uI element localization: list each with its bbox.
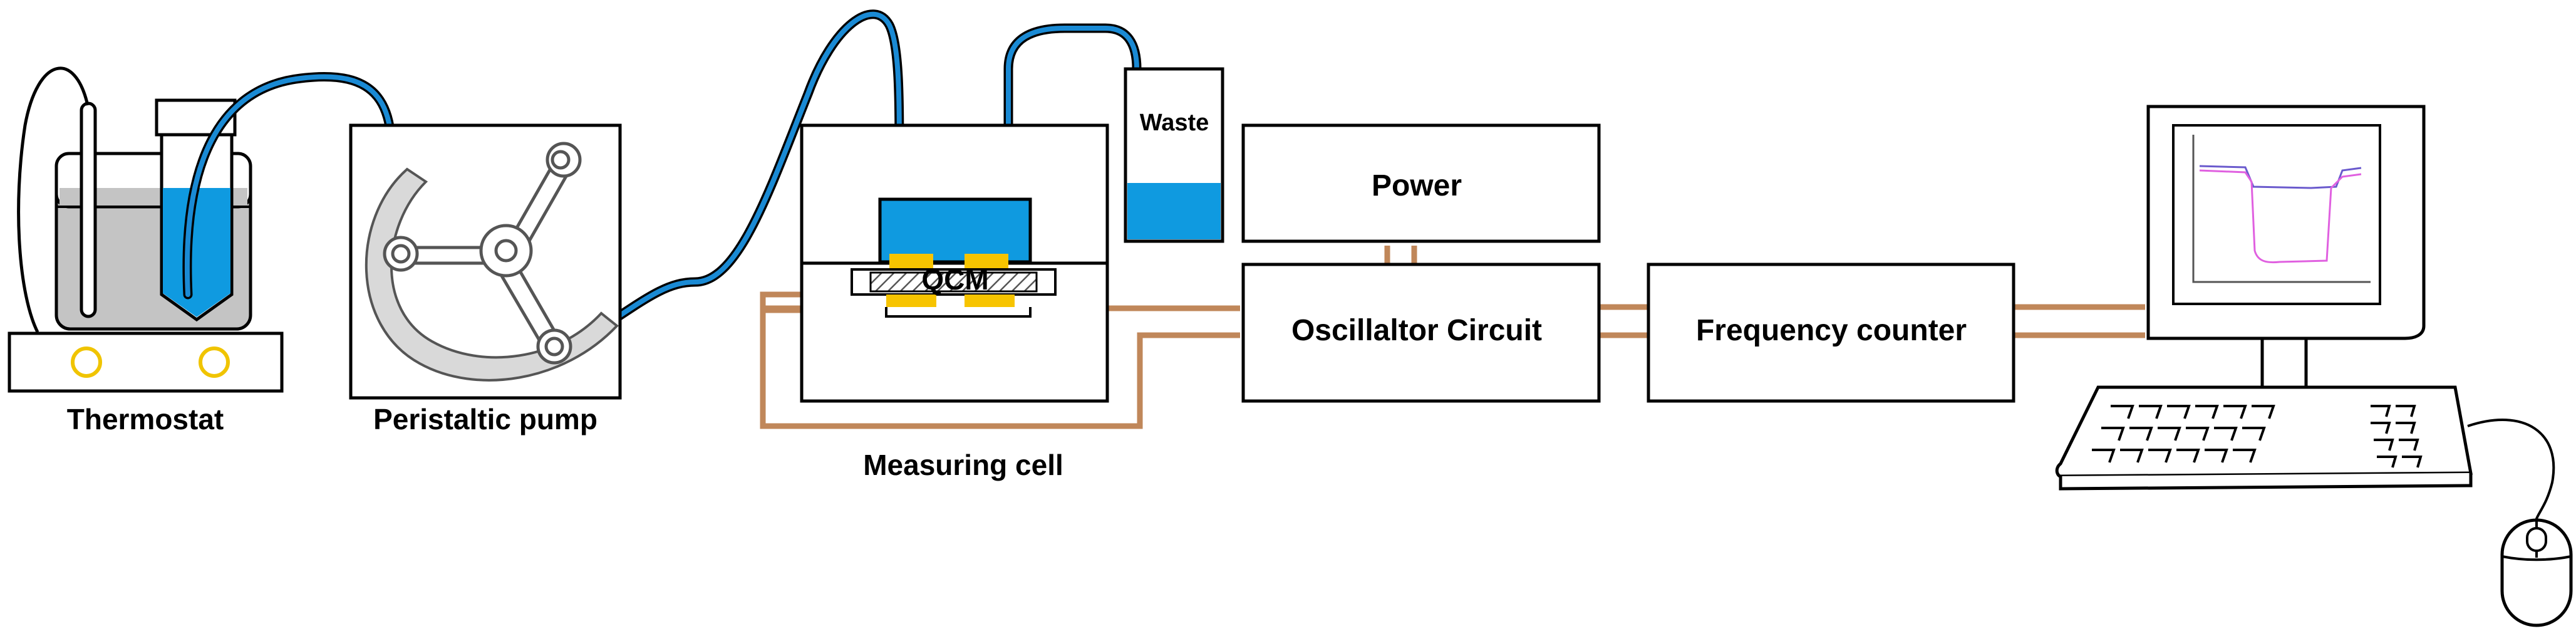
peristaltic-pump: Peristaltic pump	[349, 123, 622, 435]
monitor-screen	[2172, 124, 2381, 305]
frequency-trace	[2199, 165, 2362, 189]
thermostat-knob-right	[199, 347, 230, 378]
tube-pump-to-cell	[611, 11, 902, 322]
oscillator-box: Oscillaltor Circuit	[1241, 263, 1601, 403]
qcm-crystal	[869, 271, 1038, 293]
power-label: Power	[1372, 169, 1462, 202]
waste-container: Waste	[1124, 67, 1224, 243]
thermostat-label: Thermostat	[67, 403, 224, 435]
flow-chamber	[878, 197, 1032, 264]
qcm-label: QCM	[921, 263, 988, 296]
cell-label: Measuring cell	[863, 449, 1063, 481]
computer	[2055, 105, 2573, 627]
thermostat-knob-left	[71, 347, 102, 378]
sample-liquid	[163, 188, 230, 317]
electrode-bottom-left	[886, 295, 936, 307]
counter-label: Frequency counter	[1696, 314, 1967, 347]
frequency-counter-box: Frequency counter	[1647, 263, 2015, 403]
screen-plot	[2192, 135, 2371, 283]
waste-liquid	[1127, 183, 1221, 239]
probe-cable	[17, 66, 90, 333]
thermostat: Thermostat	[8, 66, 284, 435]
keyboard-keys	[2092, 405, 2423, 468]
pump-rotor	[383, 142, 582, 365]
waste-label: Waste	[1140, 110, 1209, 136]
oscillator-label: Oscillaltor Circuit	[1291, 314, 1542, 347]
thermostat-base	[8, 331, 284, 393]
pump-label: Peristaltic pump	[373, 403, 597, 435]
power-box: Power	[1241, 123, 1601, 243]
tube-cell-to-waste	[1006, 26, 1139, 219]
dissipation-trace	[2199, 169, 2362, 264]
temperature-probe	[80, 102, 97, 318]
pump-track	[365, 167, 619, 382]
monitor-stand	[2260, 336, 2308, 389]
electrode-bottom-right	[965, 295, 1015, 307]
mouse-icon	[2500, 518, 2573, 627]
wire-cell-to-oscillator-outer	[760, 291, 1240, 429]
measuring-cell: QCM Measuring cell	[800, 123, 1109, 481]
mouse-cable	[2467, 419, 2555, 524]
